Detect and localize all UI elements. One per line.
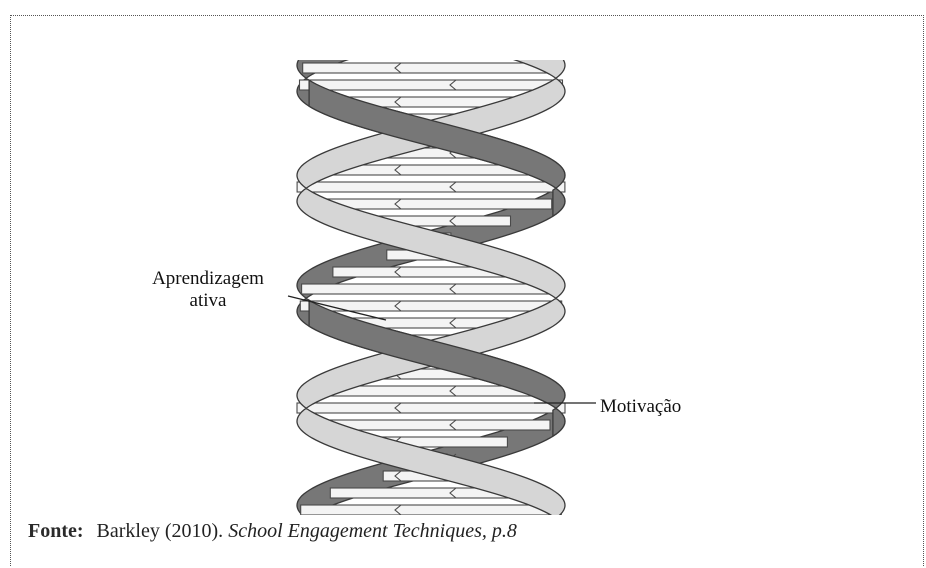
rung-joint xyxy=(449,317,457,329)
rung-joint xyxy=(394,198,402,210)
rung-joint xyxy=(394,164,402,176)
base-pair-rung xyxy=(300,504,562,515)
rung-joint xyxy=(394,96,402,108)
label-motivacao: Motivação xyxy=(600,396,682,417)
strand-dark-front xyxy=(308,79,566,218)
strand-light xyxy=(296,60,566,515)
base-pair-rung xyxy=(302,62,560,74)
rung-joint xyxy=(449,385,457,397)
base-pair-rung xyxy=(336,46,527,56)
rung-joint xyxy=(394,62,402,74)
label-aprendizagem-ativa: Aprendizagem ativa xyxy=(128,268,288,312)
base-pair-rung xyxy=(298,79,564,91)
figure-frame xyxy=(10,15,924,566)
base-pair-rung xyxy=(296,402,566,414)
base-pair-rung xyxy=(296,181,566,193)
base-pair-rung xyxy=(299,300,563,312)
rung-joint xyxy=(394,402,402,414)
caption-title: School Engagement Techniques, p.8 xyxy=(228,520,517,542)
rung-joint xyxy=(394,470,402,482)
rung-joint xyxy=(449,79,457,91)
figure-caption: Fonte: Barkley (2010). School Engagement… xyxy=(28,520,517,543)
rung-joint xyxy=(394,300,402,312)
rung-joint xyxy=(394,266,402,278)
rung-joint xyxy=(450,46,456,56)
strand-dark-front xyxy=(308,299,566,438)
base-pair-rung xyxy=(301,283,561,295)
pointer-line-ativa xyxy=(287,295,387,321)
rung-joint xyxy=(394,504,402,515)
rung-joint xyxy=(449,419,457,431)
caption-author: Barkley (2010). xyxy=(96,520,224,542)
rung-joint xyxy=(449,181,457,193)
rung-joint xyxy=(449,215,457,227)
rung-joint xyxy=(449,487,457,499)
label-line-2: ativa xyxy=(189,290,227,311)
label-line-1: Aprendizagem xyxy=(152,268,264,289)
caption-key: Fonte: xyxy=(28,520,84,542)
rung-joint xyxy=(449,283,457,295)
